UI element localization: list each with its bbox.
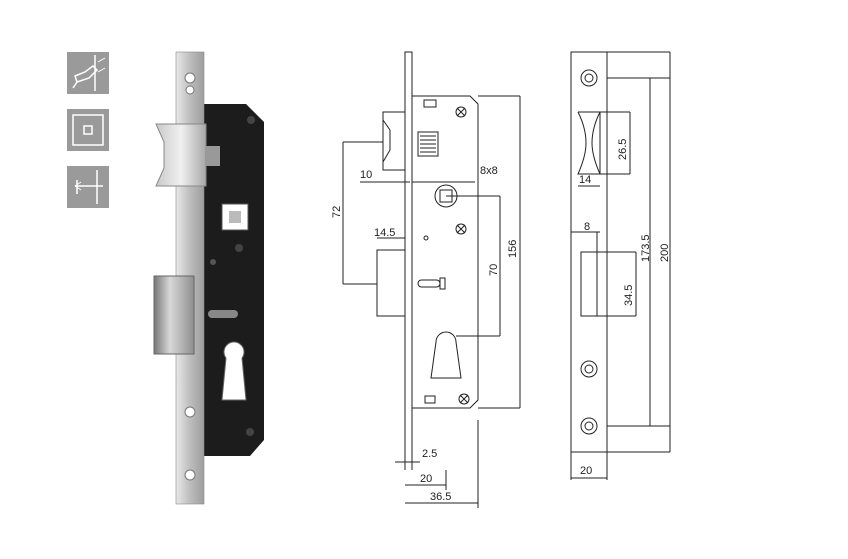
dim-72-label: 72	[331, 206, 343, 218]
dim-156-label: 156	[507, 240, 519, 258]
faceplate-icon	[67, 109, 109, 151]
lock-photo	[153, 51, 264, 505]
dim-8-label: 8	[584, 221, 590, 233]
side-view-drawing	[342, 51, 521, 508]
dim-173-5-label: 173.5	[640, 234, 652, 262]
dim-36-5-label: 36.5	[430, 491, 451, 503]
dim-2-5-label: 2.5	[422, 448, 437, 460]
door-handle-icon	[67, 52, 109, 94]
dim-14-label: 14	[579, 174, 591, 186]
dim-34-5-label: 34.5	[623, 285, 635, 306]
dim-70-label: 70	[488, 264, 500, 276]
dim-14-5-label: 14.5	[374, 227, 395, 239]
dim-8x8-label: 8x8	[480, 165, 498, 177]
backset-icon	[67, 166, 109, 208]
dim-10-label: 10	[360, 169, 372, 181]
dim-26-5-label: 26.5	[617, 139, 629, 160]
dim-200-label: 200	[659, 244, 671, 262]
dim-20-side-label: 20	[420, 473, 432, 485]
dim-20-front-label: 20	[580, 465, 592, 477]
front-view-drawing	[570, 51, 671, 480]
